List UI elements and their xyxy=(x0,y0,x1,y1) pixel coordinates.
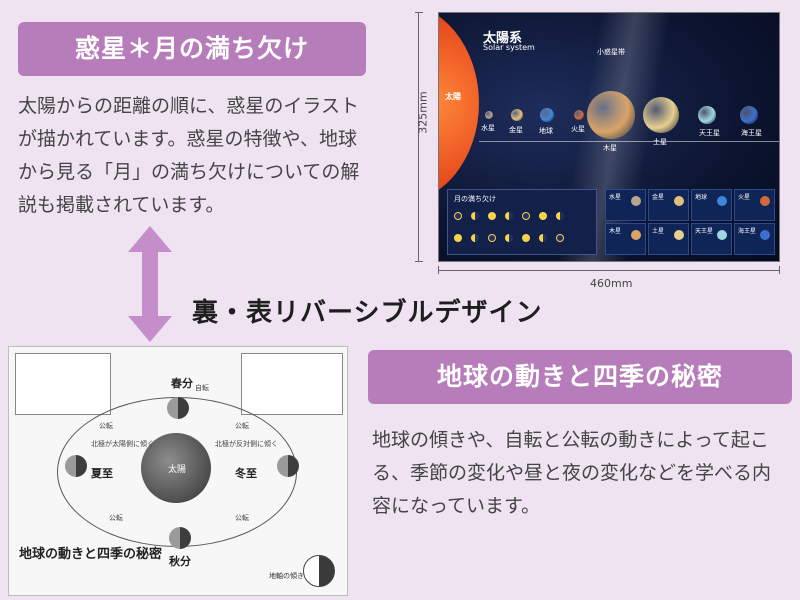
planet-label: 地球 xyxy=(539,127,553,135)
planet-info-icon xyxy=(631,230,641,240)
spring-equinox-label: 春分 xyxy=(171,377,193,390)
seasons-sun-label: 太陽 xyxy=(168,465,187,475)
planet-info-name: 土星 xyxy=(652,228,665,235)
planet-info-cell: 木星 xyxy=(605,223,646,255)
summer-solstice-label: 夏至 xyxy=(91,467,113,480)
planet-icon xyxy=(574,110,584,120)
moon-phase-icon xyxy=(539,212,547,220)
moon-panel-title: 月の満ち欠け xyxy=(454,195,496,203)
width-dimension-label: 460mm xyxy=(590,277,633,290)
revolution-label-3: 公転 xyxy=(109,514,123,522)
planet-icon xyxy=(740,106,758,124)
planet-info-icon xyxy=(717,196,727,206)
solar-poster-subtitle: Solar system xyxy=(483,43,535,52)
moon-phase-row xyxy=(454,212,564,220)
axis-tilt-diagram xyxy=(303,555,335,587)
height-dimension-line xyxy=(415,12,423,262)
moon-phase-icon xyxy=(539,234,547,242)
planet-info-icon xyxy=(760,196,770,206)
planet-label: 木星 xyxy=(603,144,617,152)
axis-tilt-label: 地軸の傾きは 23.4° xyxy=(269,572,333,580)
revolution-label-2: 公転 xyxy=(235,422,249,430)
rotation-info-box xyxy=(15,353,111,415)
north-to-sun-label: 北極が太陽側に傾く xyxy=(91,440,154,448)
planet-icon xyxy=(540,108,554,122)
asteroid-belt-label: 小惑星帯 xyxy=(597,48,625,56)
sun-label: 太陽 xyxy=(445,92,461,101)
planet-info-cell: 水星 xyxy=(605,189,646,221)
seasons-poster-title: 地球の動きと四季の秘密 xyxy=(19,547,163,562)
planet-info-name: 天王星 xyxy=(695,228,714,235)
planet-info-name: 地球 xyxy=(695,194,708,201)
planet-info-icon xyxy=(760,230,770,240)
solar-poster-title: 太陽系 xyxy=(483,31,523,46)
height-dimension-label: 325mm xyxy=(416,91,430,134)
planets-description: 太陽からの距離の順に、惑星のイラストが描かれています。惑星の特徴や、地球から見る… xyxy=(18,95,360,216)
moon-phase-icon xyxy=(556,234,564,242)
planet-icon xyxy=(511,109,523,121)
north-away-label: 北極が反対側に傾く xyxy=(215,440,278,448)
orbit-line xyxy=(479,141,779,142)
winter-solstice-label: 冬至 xyxy=(235,467,257,480)
rotation-label: 自転 xyxy=(195,384,209,392)
sunlight-info-box xyxy=(241,353,343,415)
planet-info-name: 金星 xyxy=(652,194,665,201)
seasons-poster: 太陽 春分 自転 夏至 北極が太陽側に傾く 冬至 北極が反対側に傾く 秋分 公転… xyxy=(8,346,348,596)
planet-label: 火星 xyxy=(571,125,585,133)
planet-info-cell: 海王星 xyxy=(734,223,775,255)
planet-info-name: 海王星 xyxy=(738,228,757,235)
planet-info-cell: 火星 xyxy=(734,189,775,221)
planet-info-name: 火星 xyxy=(738,194,751,201)
moon-phase-icon xyxy=(488,212,496,220)
planet-info-cell: 土星 xyxy=(648,223,689,255)
autumn-equinox-label: 秋分 xyxy=(169,555,191,568)
planet-icon xyxy=(643,97,679,133)
moon-phase-icon xyxy=(505,234,513,242)
planet-info-icon xyxy=(674,196,684,206)
moon-phase-icon xyxy=(471,212,479,220)
moon-phase-icon xyxy=(454,234,462,242)
planet-info-cell: 地球 xyxy=(691,189,732,221)
width-dimension-line xyxy=(438,266,780,274)
moon-phase-icon xyxy=(505,212,513,220)
sun-illustration xyxy=(439,13,479,203)
seasons-description: 地球の傾きや、自転と公転の動きによって起こる、季節の変化や昼と夜の変化などを学べ… xyxy=(372,429,772,517)
moon-phase-icon xyxy=(522,212,530,220)
planet-label: 水星 xyxy=(481,124,495,132)
section-title-planets: 惑星＊月の満ち欠け xyxy=(18,22,366,76)
moon-phase-icon xyxy=(522,234,530,242)
planet-info-icon xyxy=(717,230,727,240)
double-arrow-icon xyxy=(128,226,172,342)
planet-info-name: 水星 xyxy=(609,194,622,201)
planet-label: 天王星 xyxy=(699,129,720,137)
planet-label: 金星 xyxy=(509,126,523,134)
planet-label: 土星 xyxy=(653,138,667,146)
reversible-design-label: 裏・表リバーシブルデザイン xyxy=(192,298,543,328)
moon-phase-icon xyxy=(471,234,479,242)
sun-illustration xyxy=(141,433,211,503)
revolution-label-1: 公転 xyxy=(99,422,113,430)
planet-icon xyxy=(698,106,716,124)
revolution-label-4: 公転 xyxy=(235,514,249,522)
planet-info-name: 木星 xyxy=(609,228,622,235)
section-title-seasons: 地球の動きと四季の秘密 xyxy=(368,350,792,404)
solar-system-poster: 太陽 太陽系 Solar system 小惑星帯 月の満ち欠け 水星金星地球火星… xyxy=(438,12,780,262)
moon-phase-icon xyxy=(454,212,462,220)
earth-autumn-icon xyxy=(169,527,191,549)
earth-summer-icon xyxy=(65,455,87,477)
planet-info-icon xyxy=(674,230,684,240)
planet-label: 海王星 xyxy=(741,129,762,137)
earth-winter-icon xyxy=(277,455,299,477)
planet-info-icon xyxy=(631,196,641,206)
planet-info-grid: 水星 金星 地球 火星木星 土星 天王星 海王星 xyxy=(605,189,775,255)
earth-spring-icon xyxy=(167,397,189,419)
moon-phase-row xyxy=(454,234,564,242)
planet-info-cell: 金星 xyxy=(648,189,689,221)
planet-info-cell: 天王星 xyxy=(691,223,732,255)
moon-phase-icon xyxy=(488,234,496,242)
planet-icon xyxy=(587,91,635,139)
moon-phase-icon xyxy=(556,212,564,220)
planet-icon xyxy=(485,111,493,119)
moon-phase-panel: 月の満ち欠け xyxy=(447,189,597,255)
